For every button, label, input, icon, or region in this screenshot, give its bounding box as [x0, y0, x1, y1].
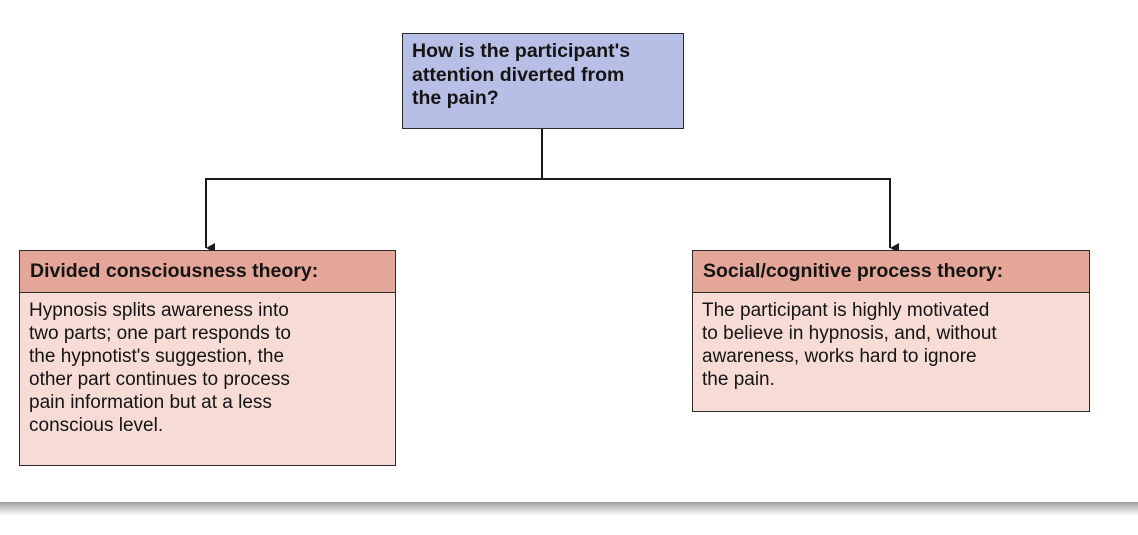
- question-box: How is the participant's attention diver…: [402, 33, 684, 129]
- theory-description: Hypnosis splits awareness into two parts…: [20, 293, 395, 437]
- question-line: the pain?: [412, 87, 499, 109]
- description-line: The participant is highly motivated: [702, 300, 990, 321]
- description-line: two parts; one part responds to: [29, 323, 291, 344]
- description-line: conscious level.: [29, 415, 164, 436]
- description-line: other part continues to process: [29, 369, 290, 390]
- description-line: the pain.: [702, 369, 775, 390]
- description-line: the hypnotist's suggestion, the: [29, 346, 285, 367]
- connector-lines: [205, 129, 899, 253]
- divided-consciousness-box: Divided consciousness theory: Hypnosis s…: [19, 250, 396, 466]
- description-line: Hypnosis splits awareness into: [29, 300, 289, 321]
- theory-description: The participant is highly motivated to b…: [693, 293, 1089, 391]
- description-line: pain information but at a less: [29, 392, 272, 413]
- theory-title: Divided consciousness theory:: [20, 251, 395, 293]
- description-line: awareness, works hard to ignore: [702, 346, 977, 367]
- card-shadow: [0, 502, 1138, 516]
- theory-title: Social/cognitive process theory:: [693, 251, 1089, 293]
- figure-card: How is the participant's attention diver…: [19, 33, 1090, 466]
- question-line: How is the participant's: [412, 40, 631, 62]
- description-line: to believe in hypnosis, and, without: [702, 323, 997, 344]
- question-line: attention diverted from: [412, 63, 625, 86]
- social-cognitive-box: Social/cognitive process theory: The par…: [692, 250, 1090, 412]
